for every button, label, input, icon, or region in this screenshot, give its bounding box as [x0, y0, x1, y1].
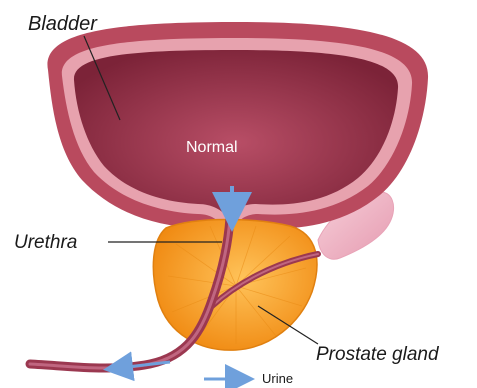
urethra-label: Urethra — [14, 232, 77, 253]
normal-label: Normal — [186, 139, 238, 156]
legend-urine-label: Urine — [262, 371, 293, 386]
bladder-label: Bladder — [28, 13, 98, 35]
prostate-gland-label: Prostate gland — [316, 344, 440, 365]
legend: Urine — [204, 371, 293, 386]
